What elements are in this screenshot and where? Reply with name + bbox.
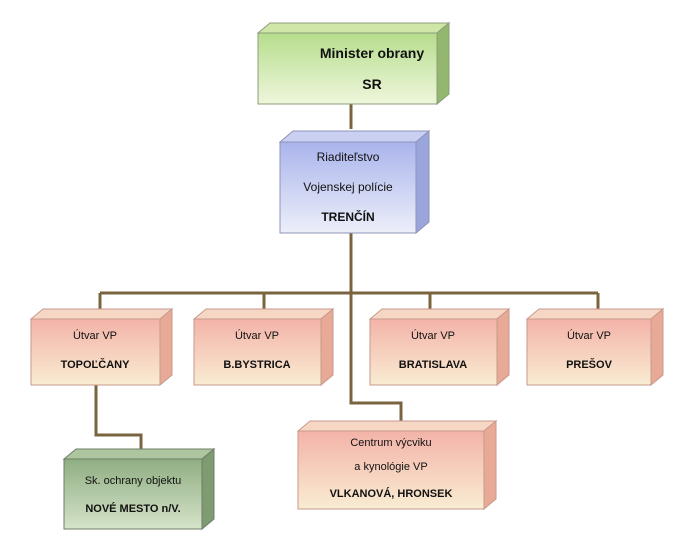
centrum-line1: Centrum výcviku: [350, 437, 431, 449]
presov-line2: PREŠOV: [566, 358, 613, 371]
riaditelstvo-line2: Vojenskej polície: [303, 180, 393, 194]
minister-line1: Minister obrany: [320, 45, 424, 61]
node-presov: Útvar VP PREŠOV: [525, 307, 665, 387]
connectors: [94, 104, 600, 449]
centrum-line3: VLKANOVÁ, HRONSEK: [330, 487, 453, 500]
node-topolcany: Útvar VP TOPOĽČANY: [29, 307, 174, 387]
bratislava-line1: Útvar VP: [411, 329, 455, 342]
node-bbystrica: Útvar VP B.BYSTRICA: [192, 307, 335, 387]
topolcany-line2: TOPOĽČANY: [61, 358, 131, 371]
centrum-line2: a kynológie VP: [354, 461, 427, 473]
ochrana-line1: Sk. ochrany objektu: [85, 475, 182, 487]
node-minister: Minister obrany SR: [256, 21, 451, 106]
riaditelstvo-line3: TRENČÍN: [321, 209, 374, 224]
riaditelstvo-line1: Riaditeľstvo: [317, 150, 380, 164]
presov-line1: Útvar VP: [567, 329, 611, 342]
connector-centrum: [349, 293, 403, 421]
node-riaditelstvo: Riaditeľstvo Vojenskej polície TRENČÍN: [278, 129, 431, 235]
minister-line2: SR: [362, 76, 381, 92]
node-centrum: Centrum výcviku a kynológie VP VLKANOVÁ,…: [296, 419, 498, 511]
bbystrica-line2: B.BYSTRICA: [223, 359, 290, 371]
node-bratislava: Útvar VP BRATISLAVA: [368, 307, 511, 387]
node-ochrana: Sk. ochrany objektu NOVÉ MESTO n/V.: [62, 447, 216, 531]
bratislava-line2: BRATISLAVA: [399, 359, 467, 371]
bbystrica-line1: Útvar VP: [235, 329, 279, 342]
connector-ochrana: [94, 385, 143, 449]
ochrana-line2: NOVÉ MESTO n/V.: [85, 502, 180, 515]
topolcany-line1: Útvar VP: [73, 329, 117, 342]
